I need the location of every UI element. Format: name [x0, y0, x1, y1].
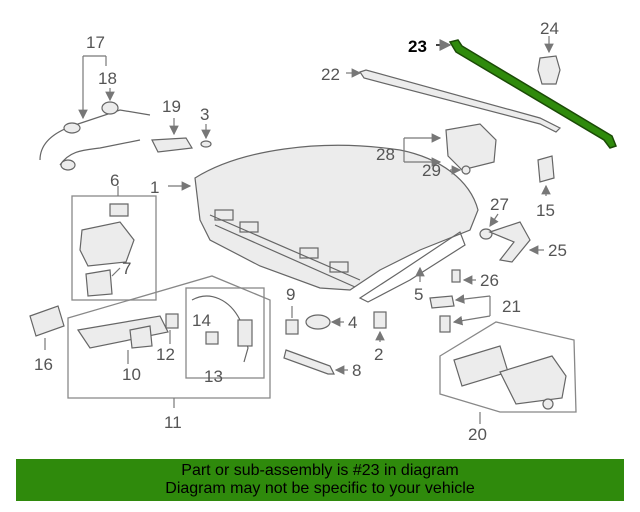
callout-20: 20 [468, 425, 487, 444]
callout-23: 23 [408, 37, 427, 56]
part-5-weatherstrip[interactable] [358, 231, 466, 303]
part-4-bumper[interactable] [305, 314, 344, 330]
part-26-bolt[interactable] [451, 269, 476, 285]
callout-13: 13 [204, 367, 223, 386]
part-9-clip[interactable] [285, 306, 299, 335]
part-2-grommet[interactable] [373, 311, 387, 342]
part-10-lock-cylinder[interactable] [76, 315, 169, 364]
callout-21: 21 [502, 297, 521, 316]
part-14-switch[interactable] [191, 295, 253, 363]
callout-22: 22 [321, 65, 340, 84]
part-18-grommet[interactable] [101, 88, 119, 115]
part-8-seal[interactable] [283, 349, 348, 375]
banner-line-1: Part or sub-assembly is #23 in diagram [181, 462, 459, 479]
part-3-clip[interactable] [200, 124, 212, 148]
callout-18: 18 [98, 69, 117, 88]
callout-17: 17 [86, 33, 105, 52]
part-11-group-box [67, 275, 271, 399]
callout-1: 1 [150, 178, 159, 197]
part-6-group-box [71, 195, 157, 301]
part-22-rod[interactable] [346, 68, 562, 133]
callout-15: 15 [536, 201, 555, 220]
callout-2: 2 [374, 345, 383, 364]
callout-10: 10 [122, 365, 141, 384]
callout-19: 19 [162, 97, 181, 116]
callout-25: 25 [548, 241, 567, 260]
part-21-bolts[interactable] [429, 294, 491, 333]
part-6-latch[interactable] [79, 186, 135, 267]
callout-12: 12 [156, 345, 175, 364]
callout-5: 5 [414, 285, 423, 304]
part-1-trunk-lid[interactable] [168, 144, 479, 291]
part-28-actuator[interactable] [403, 123, 497, 171]
parts-diagram: 23 22 24 17 18 19 3 1 6 7 28 29 15 27 25… [29, 19, 617, 444]
part-27-bumper[interactable] [479, 213, 499, 240]
callout-28: 28 [376, 145, 395, 164]
part-20-group-box [439, 321, 577, 413]
callout-24: 24 [540, 19, 559, 38]
callout-8: 8 [352, 361, 361, 380]
callout-11: 11 [164, 413, 182, 432]
part-20-latch-assembly[interactable] [453, 345, 567, 424]
callout-7: 7 [122, 259, 131, 278]
part-7-latch-part[interactable] [85, 267, 121, 297]
callout-14: 14 [192, 311, 211, 330]
callout-29: 29 [422, 161, 441, 180]
callout-16: 16 [34, 355, 53, 374]
part-23-trunk-torsion-bar[interactable] [436, 39, 617, 149]
part-12-clip[interactable] [165, 313, 179, 344]
callout-27: 27 [490, 195, 509, 214]
part-16-striker[interactable] [29, 305, 65, 350]
part-13-group-box [185, 287, 265, 379]
callout-4: 4 [348, 313, 357, 332]
part-19-pad[interactable] [151, 118, 193, 153]
part-15-bracket[interactable] [537, 155, 555, 196]
callout-3: 3 [200, 105, 209, 124]
callout-26: 26 [480, 271, 499, 290]
part-29-screw[interactable] [450, 165, 471, 175]
part-17-release-cable[interactable] [39, 55, 151, 171]
callout-6: 6 [110, 171, 119, 190]
part-25-hinge[interactable] [488, 221, 544, 263]
part-24-clip[interactable] [537, 36, 561, 85]
banner-line-2: Diagram may not be specific to your vehi… [165, 480, 475, 497]
callout-9: 9 [286, 285, 295, 304]
part-info-banner: Part or sub-assembly is #23 in diagram D… [16, 459, 624, 501]
